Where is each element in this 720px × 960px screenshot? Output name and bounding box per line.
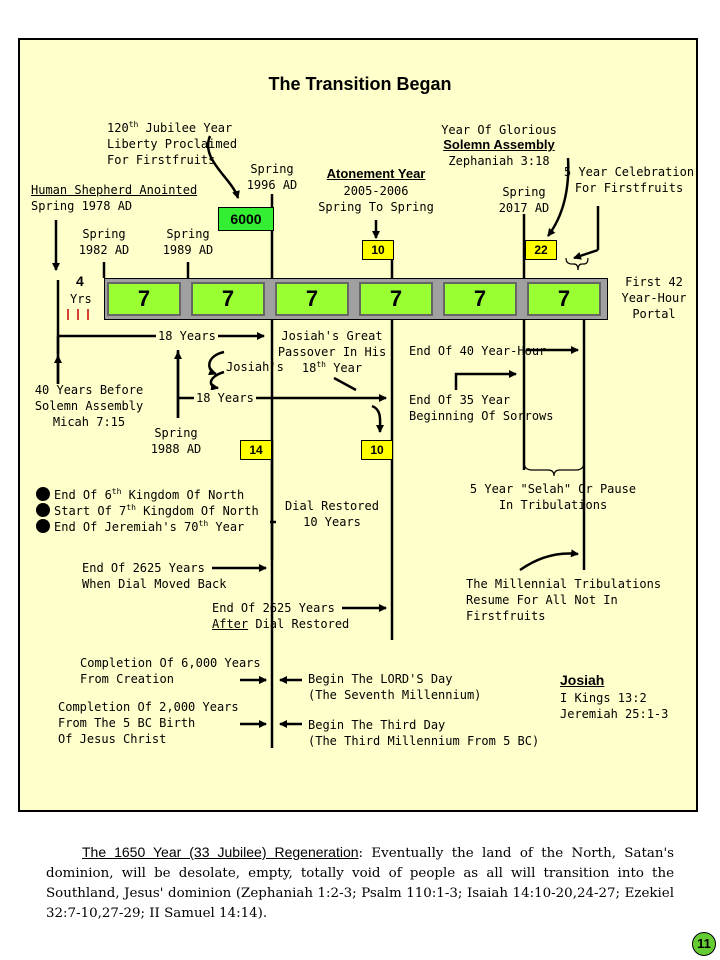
jeremiah-item: End Of Jeremiah's 70th Year xyxy=(36,519,244,535)
arrow-millennial xyxy=(519,549,579,572)
bullet-dot xyxy=(36,503,50,517)
third-day-label: Begin The Third Day(The Third Millennium… xyxy=(308,718,540,748)
atonement-year-label: Atonement Year xyxy=(326,166,426,181)
regeneration-paragraph: The 1650 Year (33 Jubilee) Regeneration:… xyxy=(46,844,674,921)
badge-22: 22 xyxy=(525,240,557,260)
kingdom-6-item: End Of 6th Kingdom Of North xyxy=(36,487,244,503)
arrow-end35 xyxy=(454,370,517,390)
solemn-assembly-label: Solemn Assembly xyxy=(443,137,555,152)
end-2625-b-label: End Of 2625 Years xyxy=(212,601,335,615)
shepherd-date: Spring 1978 AD xyxy=(31,199,133,213)
seven-box: 7 xyxy=(275,282,349,316)
brace-top xyxy=(565,257,589,271)
arrow-great-passover xyxy=(371,404,385,433)
arrow-glorious xyxy=(546,157,570,237)
seven-box: 7 xyxy=(443,282,517,316)
seven-box: 7 xyxy=(107,282,181,316)
josiah-title: Josiah xyxy=(560,672,605,688)
arrow-jubilee xyxy=(206,135,240,199)
brace-selah xyxy=(523,461,585,477)
badge-10-top: 10 xyxy=(362,240,394,260)
seven-year-bar xyxy=(104,278,608,320)
page-number-badge: 11 xyxy=(692,932,716,956)
josiahs-label: Josiah's xyxy=(226,360,284,374)
paragraph-lead: The 1650 Year (33 Jubilee) Regeneration xyxy=(82,844,359,860)
end-2625-b-line2: After Dial Restored xyxy=(212,617,350,631)
eighteen-years-b: 18 Years xyxy=(194,390,256,406)
bullet-dot xyxy=(36,487,50,501)
arrow-josiahs-upper xyxy=(208,350,225,376)
badge-10-mid: 10 xyxy=(361,440,393,460)
four-label: 4 xyxy=(76,273,84,289)
paragraph-body: Eventually the land of the North, Satan'… xyxy=(46,846,674,921)
seven-box: 7 xyxy=(359,282,433,316)
seven-box: 7 xyxy=(191,282,265,316)
zephaniah-label: Zephaniah 3:18 xyxy=(448,154,550,168)
glorious-year-label: Year Of Glorious xyxy=(441,123,557,137)
seven-box: 7 xyxy=(527,282,601,316)
bullet-dot xyxy=(36,519,50,533)
lords-day-label: Begin The LORD'S Day(The Seventh Millenn… xyxy=(308,672,482,702)
line-great-passover xyxy=(333,376,357,392)
diagram-title: The Transition Began xyxy=(268,74,452,94)
badge-14: 14 xyxy=(240,440,272,460)
kingdom-7-item: Start Of 7th Kingdom Of North xyxy=(36,503,259,519)
badge-6000: 6000 xyxy=(218,207,274,231)
eighteen-years-a: 18 Years xyxy=(156,328,218,344)
yrs-label: Yrs xyxy=(70,292,92,306)
shepherd-label: Human Shepherd Anointed xyxy=(31,183,198,197)
end-40-label: End Of 40 Year-Hour xyxy=(409,344,547,358)
arrow-josiahs-lower xyxy=(209,370,225,391)
